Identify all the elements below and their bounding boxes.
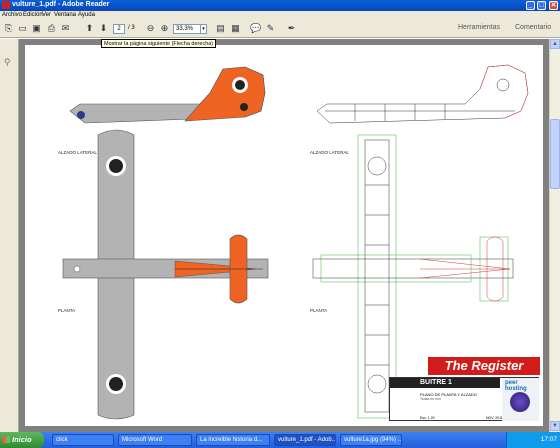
title-block-header: BUITRE 1 xyxy=(390,378,500,388)
zoom-out-icon[interactable]: ⊖ xyxy=(146,23,155,33)
pdf-page: ALZADO LATERAL PLANTA ALZADO LATERAL PLA… xyxy=(25,45,543,426)
save-icon[interactable]: ▣ xyxy=(32,23,41,33)
title-block: BUITRE 1 PLANO DE PLANTA Y ALZADO Todas … xyxy=(389,377,539,421)
previous-page-icon[interactable]: ⬆ xyxy=(85,23,94,33)
menu-archivo[interactable]: Archivo xyxy=(2,12,23,18)
scroll-up-icon[interactable]: ▲ xyxy=(550,39,560,49)
task-image-viewer[interactable]: vulture1a.jpg (94%) ... xyxy=(340,434,402,446)
start-label: Inicio xyxy=(12,435,32,444)
close-button[interactable]: ✕ xyxy=(549,1,558,10)
create-pdf-icon[interactable]: ⎘ xyxy=(4,23,13,33)
email-icon[interactable]: ✉ xyxy=(61,23,70,33)
task-adobe-reader[interactable]: vulture_1.pdf - Adob... xyxy=(274,434,336,446)
attachment-icon[interactable]: ⚲ xyxy=(4,57,11,67)
print-icon[interactable]: ⎙ xyxy=(47,23,56,33)
task-click[interactable]: click xyxy=(52,434,114,446)
menu-bar: Archivo Edición Ver Ventana Ayuda xyxy=(0,11,560,20)
title-block-units: Todas en mm xyxy=(420,397,442,401)
window-title: vulture_1.pdf - Adobe Reader xyxy=(12,1,110,8)
menu-ver[interactable]: Ver xyxy=(42,12,52,18)
comment-icon[interactable]: 💬 xyxy=(250,23,262,33)
taskbar: Inicio click Microsoft Word La increíble… xyxy=(0,432,560,448)
zoom-input[interactable]: 33,3% xyxy=(173,24,201,34)
next-page-icon[interactable]: ⬇ xyxy=(99,23,108,33)
tab-herramientas[interactable]: Herramientas xyxy=(458,24,501,31)
label-alzado-left: ALZADO LATERAL xyxy=(58,150,97,155)
sign-icon[interactable]: ✒ xyxy=(287,23,296,33)
start-button[interactable]: Inicio xyxy=(0,432,44,448)
the-register-logo: The Register xyxy=(428,357,540,375)
tooltip: Mostrar la página siguiente (Flecha dere… xyxy=(101,39,217,48)
adobe-reader-icon xyxy=(2,1,10,9)
sponsor-logo: peer hosting xyxy=(502,378,539,421)
menu-ventana[interactable]: Ventana xyxy=(54,12,77,18)
title-block-date: NOV. 2011 xyxy=(486,416,503,420)
plan-view-wireframe xyxy=(312,134,514,419)
open-folder-icon[interactable]: ▭ xyxy=(18,23,27,33)
fit-width-icon[interactable]: ▦ xyxy=(231,23,240,33)
page-number-input[interactable]: 2 xyxy=(113,24,125,34)
side-elevation-solid xyxy=(69,66,266,124)
sponsor-text: peer hosting xyxy=(505,380,527,392)
page-total: / 3 xyxy=(128,25,135,31)
zoom-in-icon[interactable]: ⊕ xyxy=(160,23,169,33)
plan-view-solid xyxy=(62,129,269,420)
clock: 17:07 xyxy=(540,436,557,443)
side-elevation-wireframe xyxy=(316,64,529,124)
highlight-icon[interactable]: ✎ xyxy=(266,23,275,33)
system-tray: 17:07 xyxy=(506,432,560,448)
fit-page-icon[interactable]: ▤ xyxy=(216,23,225,33)
scroll-thumb[interactable] xyxy=(550,119,560,189)
label-alzado-right: ALZADO LATERAL xyxy=(310,150,349,155)
title-bar: vulture_1.pdf - Adobe Reader _ □ ✕ xyxy=(0,0,560,11)
label-planta-right: PLANTA xyxy=(310,308,328,313)
sponsor-badge-icon xyxy=(510,392,530,412)
toolbar: ⎘ ▭ ▣ ⎙ ✉ ⬆ ⬇ 2 / 3 ⊖ ⊕ 33,3% ▾ ▤ ▦ 💬 ✎ … xyxy=(0,20,560,38)
label-planta-left: PLANTA xyxy=(58,308,76,313)
aircraft-drawing xyxy=(62,64,529,420)
task-browser[interactable]: La increíble historia d... xyxy=(196,434,270,446)
document-area[interactable]: ALZADO LATERAL PLANTA ALZADO LATERAL PLA… xyxy=(19,39,549,432)
scroll-down-icon[interactable]: ▼ xyxy=(550,421,560,431)
vertical-scrollbar[interactable]: ▲ ▼ xyxy=(549,39,560,432)
minimize-button[interactable]: _ xyxy=(526,1,535,10)
menu-ayuda[interactable]: Ayuda xyxy=(78,12,95,18)
windows-logo-icon xyxy=(3,436,10,443)
menu-edicion[interactable]: Edición xyxy=(23,12,43,18)
title-block-scale: Esc. 1:20 xyxy=(420,416,435,420)
maximize-button[interactable]: □ xyxy=(537,1,546,10)
tab-comentario[interactable]: Comentario xyxy=(515,24,552,31)
task-word[interactable]: Microsoft Word xyxy=(118,434,192,446)
title-block-subtitle: PLANO DE PLANTA Y ALZADO xyxy=(420,392,477,397)
zoom-dropdown-icon[interactable]: ▾ xyxy=(200,24,207,34)
navigation-panel: ⚲ xyxy=(0,39,19,432)
